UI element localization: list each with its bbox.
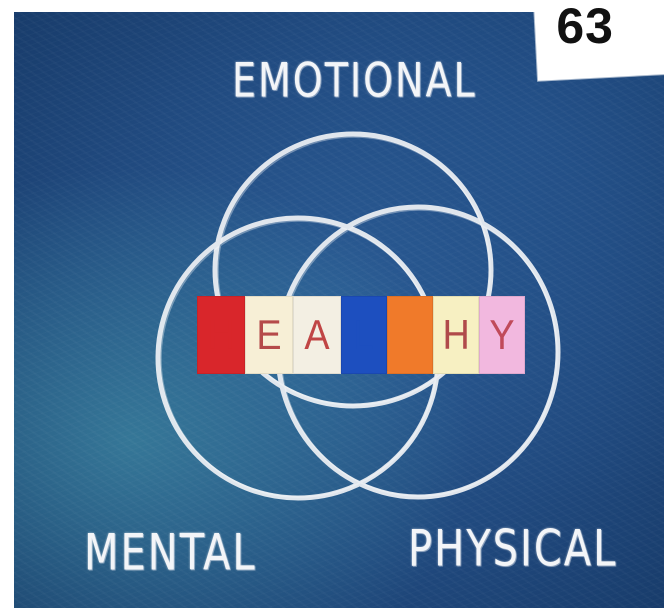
letter-tile: Y [479,296,525,374]
tile-letter: H [207,311,234,359]
tile-letter: T [398,311,421,359]
letter-tile: E [245,296,293,374]
tile-letter: E [256,311,281,359]
tile-letter: H [442,311,469,359]
label-physical: PHYSICAL [408,520,617,578]
letter-tile: A [293,296,341,374]
letter-tile: T [387,296,433,374]
page-number: 63 [556,0,614,52]
tile-letter: L [353,311,374,359]
label-emotional: EMOTIONAL [232,53,477,108]
tile-letter: A [304,311,329,359]
label-mental: MENTAL [84,524,257,582]
letter-tile: L [341,296,387,374]
tile-letter: Y [489,311,514,359]
letter-tile: H [433,296,479,374]
letter-tile: H [197,296,245,374]
